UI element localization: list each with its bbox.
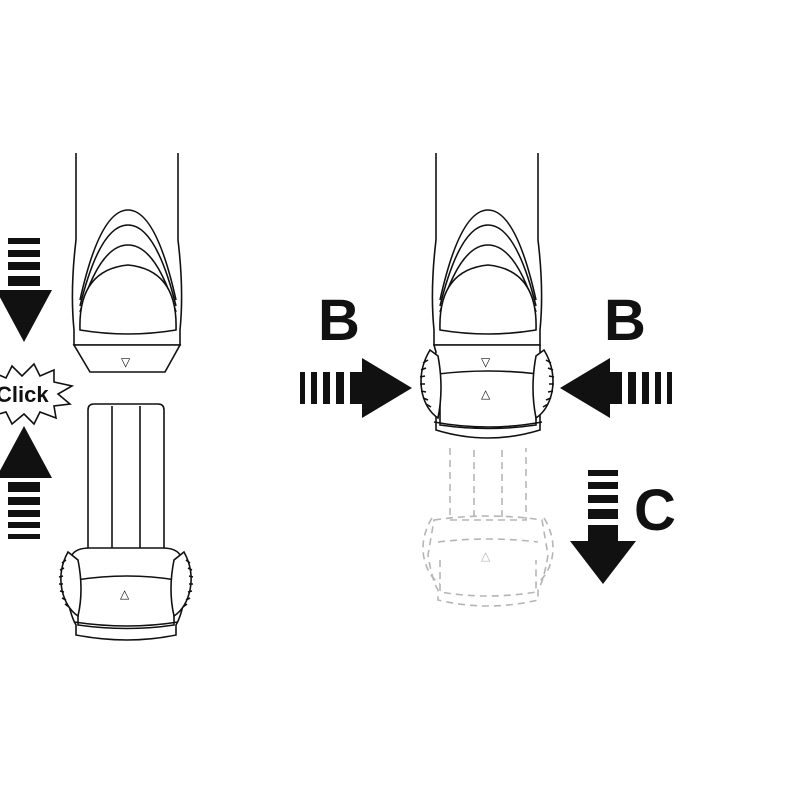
- alignment-mark-upper-left: ▽: [121, 355, 131, 369]
- arrow-down-icon-c: [570, 470, 636, 584]
- starburst-icon: Click: [0, 362, 75, 426]
- arrow-right-icon: [300, 358, 412, 418]
- attachment-ghost-released: [422, 448, 554, 607]
- attachment-nozzle-left: [58, 403, 194, 641]
- click-label: Click: [0, 382, 49, 407]
- attachment-collar-right: [419, 344, 555, 439]
- label-b-right: B: [604, 288, 646, 353]
- handle-tube-left: [71, 153, 183, 373]
- handle-tube-right: [431, 153, 543, 346]
- arrow-up-icon: [0, 426, 52, 539]
- arrow-left-icon: [560, 358, 672, 418]
- panel-release: ▽ △ △ B B: [300, 153, 676, 607]
- alignment-mark-ghost: △: [481, 549, 491, 563]
- label-b-left: B: [318, 288, 360, 353]
- label-c: C: [634, 478, 676, 543]
- arrow-down-icon: [0, 238, 52, 342]
- alignment-mark-upper-right: ▽: [481, 355, 491, 369]
- panel-attach: ▽ Click: [0, 153, 194, 641]
- alignment-mark-collar-right: △: [481, 387, 491, 401]
- alignment-mark-lower-left: △: [120, 587, 130, 601]
